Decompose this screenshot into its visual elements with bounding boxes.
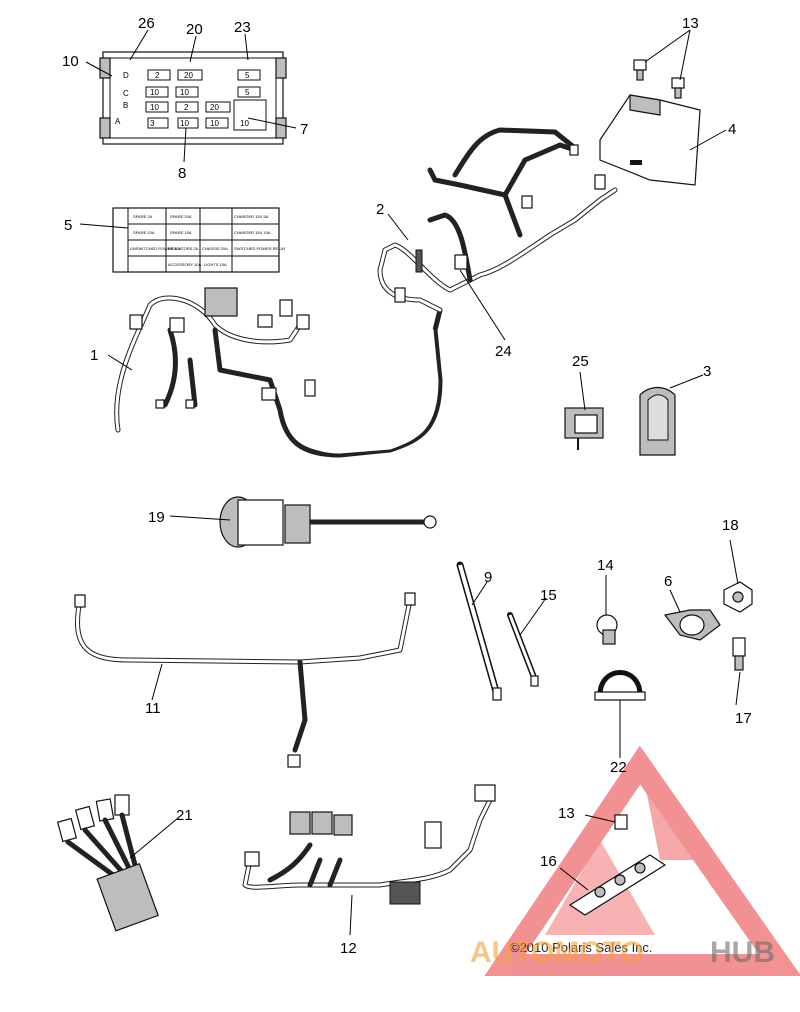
- callout-25: 25: [572, 353, 589, 370]
- fuse-decal: SPARE 2A SPARE 20A CHARGER 15V 5A SPARE …: [112, 207, 286, 273]
- callout-3: 3: [703, 363, 711, 380]
- fuse-value: 3: [150, 119, 155, 128]
- callout-17: 17: [735, 710, 752, 727]
- fuse-row-d: D: [123, 71, 129, 80]
- callout-2: 2: [376, 201, 384, 218]
- decal-cell: UNSWITCHED POWER 10A: [130, 246, 182, 251]
- callout-1: 1: [90, 347, 98, 364]
- bracket-16: [568, 814, 667, 916]
- callout-23: 23: [234, 19, 251, 36]
- upper-wire-harness: [377, 127, 618, 313]
- fuse-value: 10: [150, 103, 159, 112]
- callout-10: 10: [62, 53, 79, 70]
- boot-3: [639, 386, 676, 456]
- callout-8: 8: [178, 165, 186, 182]
- main-wire-harness: [114, 287, 443, 458]
- clamp-6: [663, 609, 721, 641]
- decal-cell: SWITCHED POWER RELAY: [234, 246, 286, 251]
- callout-20: 20: [186, 21, 203, 38]
- fuse-box: D C B A 2 20 5 10 10 5 10 2 20 3 10 10 1…: [99, 51, 287, 145]
- callout-13-bottom: 13: [558, 805, 575, 822]
- loop-22: [594, 670, 646, 701]
- callouts: 26 20 23 10 7 8 5 1 2 24 13 4 25 3 19 18…: [62, 15, 752, 957]
- callout-16: 16: [540, 853, 557, 870]
- fuse-value: 20: [210, 103, 219, 112]
- decal-cell: SPARE 2A: [133, 214, 153, 219]
- bolt-17: [732, 637, 746, 671]
- cable-tie-9: [456, 561, 502, 701]
- nut-18: [723, 581, 753, 613]
- harness-12: [242, 784, 496, 905]
- fuse-value: 10: [180, 88, 189, 97]
- callout-7: 7: [300, 121, 308, 138]
- callout-14: 14: [597, 557, 614, 574]
- decal-cell: ACCESSORY 10A: [168, 262, 202, 267]
- callout-5: 5: [64, 217, 72, 234]
- fuse-value: 2: [155, 71, 160, 80]
- decal-cell: SPARE 10A: [133, 230, 155, 235]
- fuse-value: 10: [210, 119, 219, 128]
- fuse-row-a: A: [115, 117, 121, 126]
- callout-9: 9: [484, 569, 492, 586]
- callout-18: 18: [722, 517, 739, 534]
- harness-11: [74, 592, 416, 768]
- connector-25: [564, 407, 604, 450]
- connector-bundle-21: [56, 794, 159, 932]
- callout-15: 15: [540, 587, 557, 604]
- fuse-value: 10: [150, 88, 159, 97]
- callout-24: 24: [495, 343, 512, 360]
- watermark-text: AUTOMOTO HUB: [470, 936, 775, 969]
- decal-cell: SPARE 20A: [170, 214, 192, 219]
- callout-11: 11: [145, 700, 161, 717]
- fuse-value: 5: [245, 71, 250, 80]
- clip-14: [596, 614, 618, 645]
- decal-cell: CHARGER 15V 10A: [234, 230, 271, 235]
- fuse-row-c: C: [123, 89, 129, 98]
- leader-lines: [79, 29, 741, 936]
- bracket-4: [599, 94, 701, 186]
- callout-13-top: 13: [682, 15, 699, 32]
- callout-4: 4: [728, 121, 736, 138]
- fuse-row-b: B: [123, 101, 128, 110]
- fuse-value: 2: [184, 103, 189, 112]
- callout-6: 6: [664, 573, 672, 590]
- bolt-13-top: [633, 59, 685, 99]
- fuse-value: 5: [245, 88, 250, 97]
- cable-tie-15: [507, 612, 539, 687]
- callout-26: 26: [138, 15, 155, 32]
- callout-21: 21: [176, 807, 193, 824]
- ignition-switch-19: [219, 496, 437, 548]
- svg-text:AUTOMOTO: AUTOMOTO: [470, 936, 644, 969]
- fuse-value: 10: [240, 119, 249, 128]
- svg-text:HUB: HUB: [710, 936, 775, 969]
- decal-cell: CHARGER 15V 5A: [234, 214, 269, 219]
- callout-19: 19: [148, 509, 165, 526]
- callout-22: 22: [610, 759, 627, 776]
- fuse-value: 10: [180, 119, 189, 128]
- decal-cell: LIGHTS 10A: [204, 262, 227, 267]
- decal-cell: SPARE 15A: [170, 230, 192, 235]
- callout-12: 12: [340, 940, 357, 957]
- decal-cell: CHASSIS 20A: [202, 246, 228, 251]
- fuse-value: 20: [184, 71, 193, 80]
- copyright-text: ©2010 Polaris Sales Inc.: [510, 940, 653, 955]
- decal-cell: INDICATORS 2A: [168, 246, 199, 251]
